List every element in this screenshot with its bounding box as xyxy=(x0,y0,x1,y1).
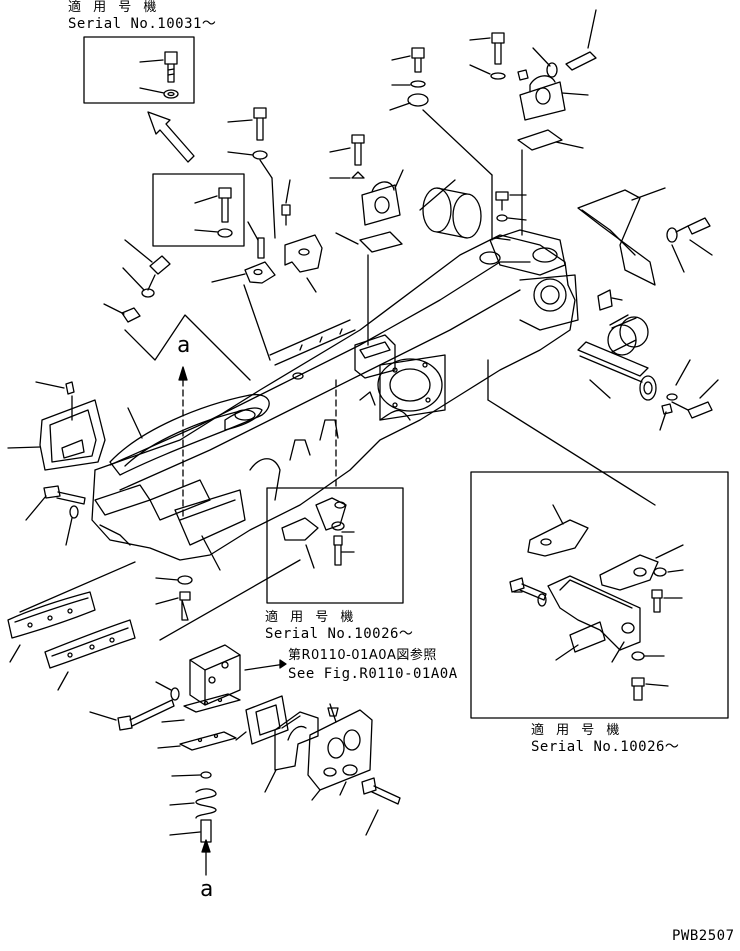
shim-plates xyxy=(158,694,240,750)
serial-10026-right-jp-label: 適 用 号 機 xyxy=(531,723,624,738)
track-guide-left xyxy=(8,592,95,662)
right-frame-saddle xyxy=(548,576,640,662)
pillow-block-mid xyxy=(330,135,403,345)
reference-line-a-upper xyxy=(179,367,187,520)
marker-a-bottom: a xyxy=(200,877,214,902)
right-frame-bolts xyxy=(510,578,682,700)
bolt-recoil xyxy=(90,682,179,730)
right-frame-upper-bracket xyxy=(528,505,683,590)
bolt-top-bearing xyxy=(470,10,596,80)
drawing-code: PWB2507 xyxy=(672,928,735,944)
marker-a-top: a xyxy=(177,333,191,358)
callout-arrow-icon xyxy=(148,112,194,162)
serial-10031-frame xyxy=(84,37,194,103)
bolt-bracket-left xyxy=(228,108,275,238)
main-frame xyxy=(92,230,578,560)
rear-cover-plate xyxy=(8,382,105,470)
bolt-front-right xyxy=(598,290,648,355)
spring-and-pin xyxy=(170,772,216,842)
bolt-bracket-mid xyxy=(104,240,250,380)
cover-bracket xyxy=(308,704,372,800)
bolt-front-upper xyxy=(495,192,526,240)
bracket-cap-left xyxy=(212,235,322,360)
bushing-large xyxy=(420,180,481,238)
bolt-old xyxy=(195,188,232,237)
bolt-rear xyxy=(26,486,85,545)
old-bolt-frame xyxy=(153,174,244,246)
leader-lines-body xyxy=(20,408,220,612)
pillow-block-top xyxy=(518,76,588,235)
track-guide-right xyxy=(45,620,135,690)
serial-10026-right-label: Serial No.10026～ xyxy=(531,739,680,755)
serial-10031-label: Serial No.10031～ xyxy=(68,16,217,32)
serial-10026-center-frame xyxy=(267,488,403,603)
grease-fitting xyxy=(248,180,290,258)
guard-plate xyxy=(265,708,338,792)
see-fig-jp-label: 第R0110-01A0A図参照 xyxy=(288,648,437,663)
pivot-shaft xyxy=(488,342,718,505)
serial-10026-right-frame xyxy=(471,472,728,718)
bolt-upper-middle xyxy=(390,48,492,240)
center-bracket xyxy=(282,498,354,568)
bolt-cover xyxy=(362,778,400,835)
center-washer xyxy=(335,502,345,508)
see-fig-label: See Fig.R0110-01A0A xyxy=(288,666,458,682)
serial-10031-jp-label: 適 用 号 機 xyxy=(68,0,161,15)
reference-line-a-lower xyxy=(202,840,210,875)
bolt-under-body xyxy=(156,560,300,640)
mount-pad xyxy=(236,696,288,744)
serial-10026-center-jp-label: 適 用 号 機 xyxy=(265,610,358,625)
recoil-block xyxy=(190,645,286,705)
cover-plate-right xyxy=(578,188,712,285)
bolt-10031 xyxy=(140,52,178,98)
serial-10026-center-label: Serial No.10026～ xyxy=(265,626,414,642)
